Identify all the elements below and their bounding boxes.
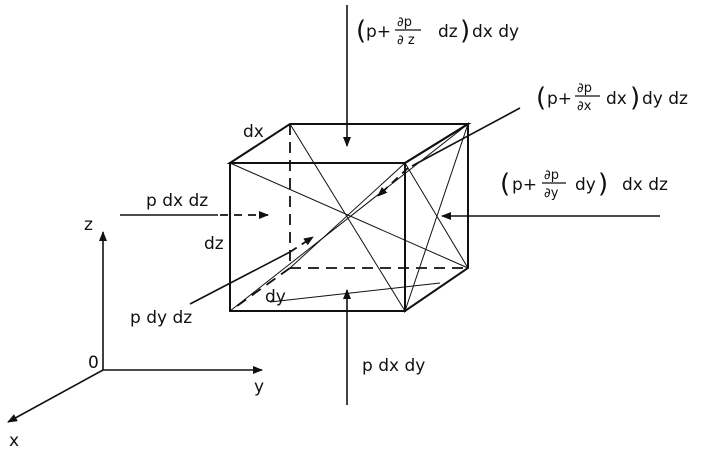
fluid-element-cube bbox=[226, 122, 472, 313]
svg-text:dz: dz bbox=[438, 22, 458, 42]
svg-text:∂p: ∂p bbox=[577, 81, 592, 96]
svg-text:dx: dx bbox=[606, 89, 627, 109]
diagonal bbox=[289, 123, 406, 312]
svg-text:p+: p+ bbox=[366, 22, 391, 42]
svg-text:): ) bbox=[460, 16, 470, 46]
front-face bbox=[229, 162, 406, 312]
front-force-label: ( p+ ∂p ∂x dx ) dy dz bbox=[536, 81, 688, 114]
dx-label: dx bbox=[243, 122, 264, 142]
coordinate-axes: z y x 0 bbox=[7, 215, 264, 451]
y-axis-label: y bbox=[254, 377, 264, 397]
x-axis-label: x bbox=[9, 431, 19, 451]
force-arrows bbox=[120, 5, 660, 405]
svg-text:p+: p+ bbox=[512, 175, 537, 195]
x-axis bbox=[7, 369, 104, 423]
top-force-label: ( p+ ∂p ∂ z dz ) dx dy bbox=[356, 15, 519, 48]
diagonal bbox=[289, 162, 406, 269]
svg-text:(: ( bbox=[356, 16, 366, 46]
svg-text:∂x: ∂x bbox=[577, 99, 592, 114]
left-force-label: p dx dz bbox=[146, 191, 208, 211]
svg-text:dy: dy bbox=[575, 175, 596, 195]
dy-label: dy bbox=[265, 287, 286, 307]
svg-text:(: ( bbox=[500, 169, 510, 199]
svg-text:(: ( bbox=[536, 83, 546, 113]
right-force-label: ( p+ ∂p ∂y dy ) dx dz bbox=[500, 168, 668, 201]
svg-text:∂y: ∂y bbox=[544, 186, 559, 201]
top-face bbox=[226, 123, 472, 164]
dy-leader bbox=[269, 282, 441, 303]
svg-text:dx dz: dx dz bbox=[622, 175, 668, 195]
diagonal bbox=[404, 162, 469, 269]
svg-text:): ) bbox=[630, 83, 640, 113]
front-force-arrow bbox=[411, 107, 521, 167]
diagonal bbox=[229, 162, 469, 269]
origin-label: 0 bbox=[88, 353, 99, 373]
rear-force-arrow-dashed bbox=[289, 236, 314, 253]
svg-text:dy dz: dy dz bbox=[642, 89, 688, 109]
svg-text:∂p: ∂p bbox=[544, 168, 559, 183]
svg-text:p+: p+ bbox=[547, 89, 572, 109]
svg-text:): ) bbox=[598, 169, 608, 199]
svg-text:∂p: ∂p bbox=[397, 15, 412, 30]
z-axis-label: z bbox=[84, 215, 93, 235]
svg-text:∂ z: ∂ z bbox=[397, 33, 415, 48]
hidden-edge bbox=[229, 267, 291, 312]
svg-text:dx dy: dx dy bbox=[472, 22, 519, 42]
rear-force-label: p dy dz bbox=[130, 308, 192, 328]
dz-label: dz bbox=[204, 234, 224, 254]
front-force-arrow-dashed bbox=[377, 167, 409, 197]
rear-force-arrow bbox=[189, 251, 291, 305]
diagonal bbox=[404, 123, 469, 312]
diagonal bbox=[229, 123, 469, 312]
bottom-force-label: p dx dy bbox=[362, 356, 425, 376]
